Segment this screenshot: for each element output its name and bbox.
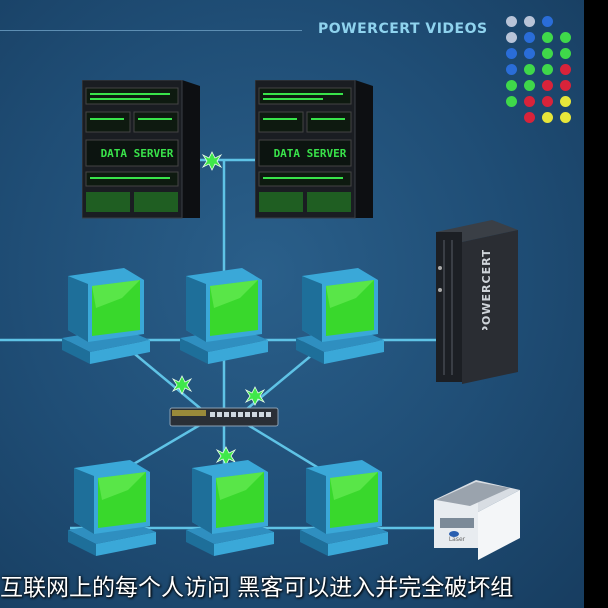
logo-dot bbox=[542, 16, 553, 27]
logo-dot bbox=[542, 80, 553, 91]
server-label: DATA SERVER bbox=[100, 147, 174, 160]
tower-server bbox=[436, 220, 518, 384]
junction-star-3 bbox=[244, 386, 266, 406]
workstation-monitor-icon bbox=[296, 268, 384, 364]
logo-dot bbox=[560, 80, 571, 91]
logo-dot bbox=[560, 32, 571, 43]
logo-dot bbox=[560, 64, 571, 75]
workstation-monitor-icon bbox=[186, 460, 274, 556]
logo-dot bbox=[560, 48, 571, 59]
logo-dot bbox=[524, 112, 535, 123]
data-server: DATA SERVER bbox=[255, 80, 373, 220]
junction-star-2 bbox=[171, 375, 193, 395]
logo-dot bbox=[524, 96, 535, 107]
workstation-monitor-icon bbox=[62, 268, 150, 364]
logo-dot bbox=[542, 64, 553, 75]
workstation-monitor-icon bbox=[68, 460, 156, 556]
logo-dot bbox=[542, 96, 553, 107]
cable-switch-pc6 bbox=[242, 420, 331, 477]
logo-dot bbox=[524, 32, 535, 43]
logo-dot bbox=[506, 96, 517, 107]
logo-dot bbox=[524, 48, 535, 59]
logo-dot bbox=[506, 32, 517, 43]
workstation-monitor-icon bbox=[180, 268, 268, 364]
cable-pc3-switch bbox=[235, 349, 319, 419]
logo-dot bbox=[542, 32, 553, 43]
logo-dot bbox=[524, 64, 535, 75]
data-server: DATA SERVER bbox=[82, 80, 200, 220]
network-diagram: POWERCERT VIDEOS bbox=[0, 0, 584, 608]
tower-brand-label: POWERCERT bbox=[480, 250, 492, 330]
cable-pc1-switch bbox=[129, 349, 213, 419]
header-divider bbox=[0, 30, 302, 31]
logo-dot bbox=[542, 48, 553, 59]
logo-dot bbox=[560, 112, 571, 123]
server-rack-icon bbox=[82, 80, 200, 219]
tower-brand-text: POWERCERT bbox=[480, 250, 492, 330]
network-switch bbox=[169, 407, 279, 427]
junction-star-1 bbox=[201, 151, 223, 171]
logo-dot bbox=[542, 112, 553, 123]
printer-label: Laser bbox=[448, 536, 466, 543]
subtitle-caption: 互联网上的每个人访问 黑客可以进入并完全破坏组 bbox=[0, 575, 514, 601]
workstation-monitor-icon bbox=[300, 460, 388, 556]
logo-dot bbox=[524, 16, 535, 27]
brand-title: POWERCERT VIDEOS bbox=[318, 21, 488, 37]
logo-dot bbox=[560, 96, 571, 107]
server-rack-icon bbox=[255, 80, 373, 219]
logo-dot bbox=[506, 48, 517, 59]
logo-dot bbox=[506, 64, 517, 75]
logo-dot bbox=[506, 16, 517, 27]
logo-dot bbox=[524, 80, 535, 91]
logo-dot bbox=[506, 80, 517, 91]
laser-printer bbox=[434, 480, 520, 560]
server-label: DATA SERVER bbox=[273, 147, 347, 160]
letterbox-bar bbox=[584, 0, 608, 608]
